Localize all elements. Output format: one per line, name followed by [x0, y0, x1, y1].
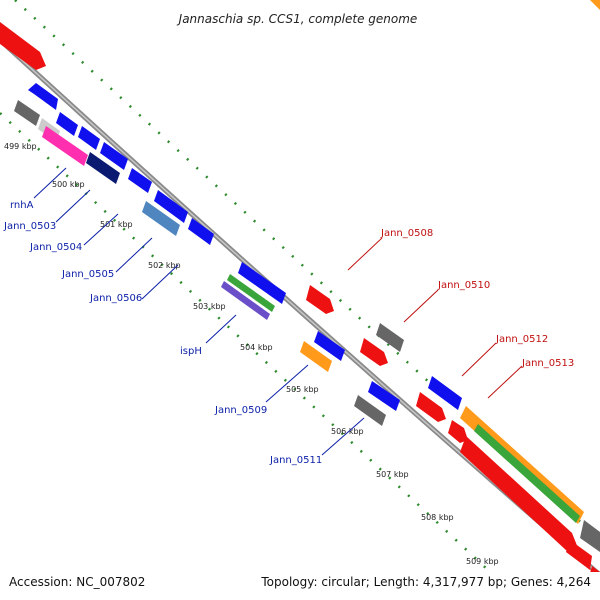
gene-reverse [306, 285, 334, 314]
tick-label: 502 kbp [148, 261, 181, 270]
gene-label: Jann_0505 [61, 269, 114, 280]
gene-reverse [0, 22, 46, 70]
gene-forward [188, 218, 214, 245]
gene-label: rnhA [10, 200, 34, 211]
gene-forward [314, 331, 345, 361]
gene-green [474, 424, 580, 523]
gene-pink [42, 126, 88, 166]
tick-label: 503 kbp [193, 302, 226, 311]
gene-label: Jann_0513 [521, 358, 574, 369]
gene-label: Jann_0508 [380, 228, 433, 239]
gene-purple [221, 281, 270, 320]
tick-label: 500 kbp [52, 180, 85, 189]
gene-forward [100, 142, 128, 170]
gene-label: Jann_0511 [269, 455, 322, 466]
gene-forward [56, 112, 78, 136]
gene-forward [238, 262, 286, 304]
tick-label: 507 kbp [376, 470, 409, 479]
gene-orange [590, 0, 600, 10]
scale-ticks: 499 kbp 500 kbp 501 kbp 502 kbp 503 kbp … [4, 142, 499, 566]
tick-label: 504 kbp [240, 343, 273, 352]
gene-reverse [360, 338, 388, 366]
tick-label: 509 kbp [466, 557, 499, 566]
gene-orange [300, 341, 332, 372]
gene-forward [368, 381, 400, 411]
gene-forward [128, 168, 152, 193]
gene-forward [28, 83, 58, 110]
map-title: Jannaschia sp. CCS1, complete genome [177, 12, 418, 26]
gene-forward [154, 190, 188, 223]
tick-label: 506 kbp [331, 427, 364, 436]
gene-label: Jann_0509 [214, 405, 267, 416]
gene-reverse [566, 540, 592, 570]
inner-dotted-line [0, 112, 521, 600]
gene-navy [86, 152, 120, 184]
tick-label: 505 kbp [286, 385, 319, 394]
gene-label: ispH [180, 346, 202, 357]
gene-reverse [460, 436, 578, 552]
forward-genes [14, 83, 400, 426]
gene-label: Jann_0504 [29, 242, 82, 253]
gene-gray [14, 100, 40, 126]
accession-text: Accession: NC_007802 [9, 575, 145, 589]
gene-gray [376, 323, 404, 352]
gene-reverse [416, 392, 446, 422]
genome-summary-text: Topology: circular; Length: 4,317,977 bp… [260, 575, 591, 589]
gene-steelblue [142, 201, 180, 236]
reverse-gene-labels: Jann_0508 Jann_0510 Jann_0512 Jann_0513 [347, 228, 574, 399]
forward-gene-labels: rnhA Jann_0503 Jann_0504 Jann_0505 Jann_… [3, 167, 365, 466]
gene-label: Jann_0510 [437, 280, 490, 291]
gene-gray [580, 520, 600, 552]
tick-label: 499 kbp [4, 142, 37, 151]
tick-label: 508 kbp [421, 513, 454, 522]
gene-forward [428, 376, 462, 410]
gene-reverse [448, 420, 468, 443]
gene-gray [354, 395, 386, 426]
gene-label: Jann_0503 [3, 221, 56, 232]
gene-forward [78, 126, 100, 150]
tick-label: 501 kbp [100, 220, 133, 229]
gene-label: Jann_0512 [495, 334, 548, 345]
gene-label: Jann_0506 [89, 293, 142, 304]
gene-green [227, 274, 275, 312]
